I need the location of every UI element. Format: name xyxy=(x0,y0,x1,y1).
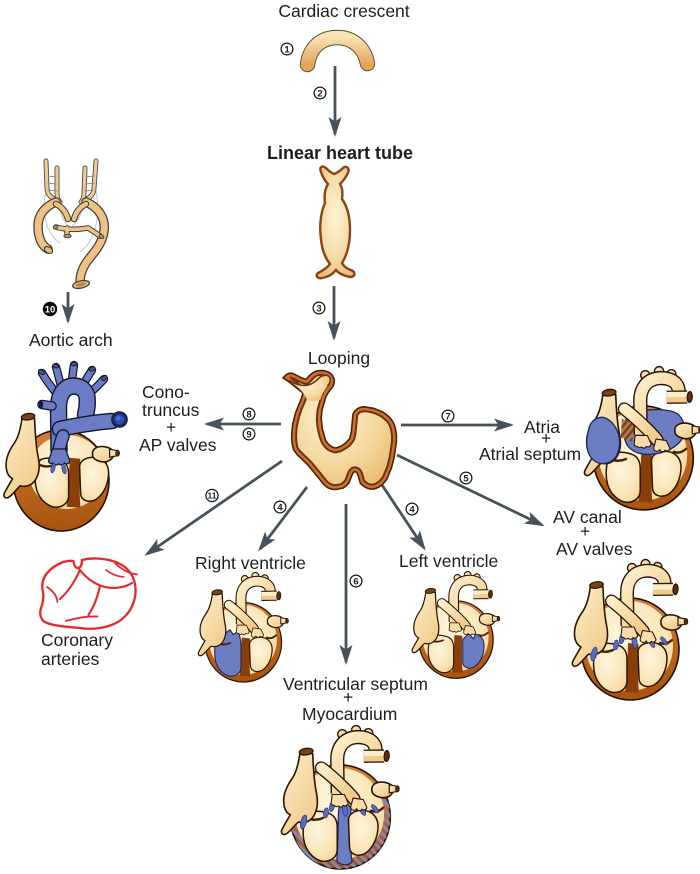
svg-text:9: 9 xyxy=(246,429,251,440)
svg-text:11: 11 xyxy=(208,491,217,501)
svg-text:+: + xyxy=(343,687,353,707)
svg-text:+: + xyxy=(166,417,176,437)
svg-text:Atria: Atria xyxy=(524,417,560,437)
svg-text:AV canal: AV canal xyxy=(553,507,622,527)
svg-text:1: 1 xyxy=(284,44,290,55)
svg-text:2: 2 xyxy=(317,88,322,99)
svg-text:4: 4 xyxy=(277,502,283,513)
svg-text:Linear heart tube: Linear heart tube xyxy=(267,143,413,163)
svg-text:+: + xyxy=(541,428,551,448)
svg-text:6: 6 xyxy=(353,576,358,587)
svg-text:Right ventricle: Right ventricle xyxy=(195,553,306,573)
svg-text:AP valves: AP valves xyxy=(139,435,217,455)
svg-text:AV valves: AV valves xyxy=(556,539,633,559)
svg-text:Looping: Looping xyxy=(308,348,370,368)
svg-text:Aortic arch: Aortic arch xyxy=(29,330,113,350)
svg-text:arteries: arteries xyxy=(41,649,100,669)
svg-text:Cono-: Cono- xyxy=(142,382,190,402)
svg-text:3: 3 xyxy=(316,303,321,314)
svg-text:7: 7 xyxy=(445,411,450,422)
svg-text:10: 10 xyxy=(45,305,56,316)
svg-text:8: 8 xyxy=(246,409,251,420)
svg-text:4: 4 xyxy=(409,504,415,515)
svg-text:Left ventricle: Left ventricle xyxy=(399,551,498,571)
svg-text:Coronary: Coronary xyxy=(41,630,113,650)
svg-text:Myocardium: Myocardium xyxy=(302,704,397,724)
svg-text:Ventricular septum: Ventricular septum xyxy=(283,674,428,694)
svg-text:+: + xyxy=(580,521,590,541)
svg-text:5: 5 xyxy=(463,473,469,484)
svg-text:Atrial septum: Atrial septum xyxy=(479,444,581,464)
svg-text:Cardiac crescent: Cardiac crescent xyxy=(278,1,409,21)
svg-text:truncus: truncus xyxy=(142,400,200,420)
